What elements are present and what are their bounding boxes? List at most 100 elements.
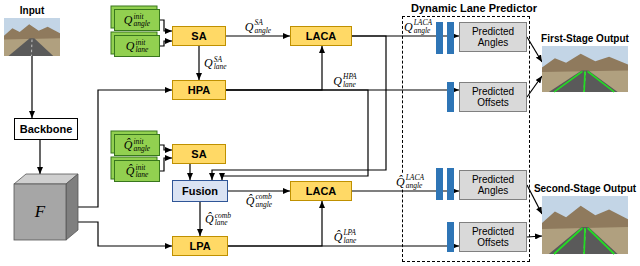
node-label: SA bbox=[191, 30, 206, 43]
prediction-box: Predicted Angles bbox=[459, 22, 527, 52]
node-label: Predicted Angles bbox=[460, 174, 526, 197]
road-photo bbox=[4, 18, 60, 56]
math-base: Q bbox=[126, 40, 135, 52]
node-label: Predicted Offsets bbox=[460, 86, 526, 109]
module-box: LPA bbox=[172, 236, 228, 256]
mlp-bar bbox=[447, 82, 454, 112]
node-label: Q̂ init angle bbox=[124, 138, 150, 153]
subscript: lane bbox=[135, 171, 148, 179]
arrow-connector bbox=[212, 36, 386, 180]
module-box: SA bbox=[172, 144, 226, 164]
query-label: Q LACA angle bbox=[403, 19, 433, 34]
superscript: init bbox=[134, 138, 144, 146]
node-label: LACA bbox=[306, 185, 337, 198]
math-scripts: LACA angle bbox=[406, 174, 424, 189]
math-base: Q̂ bbox=[334, 231, 343, 243]
module-box: LACA bbox=[290, 26, 352, 46]
prediction-box: Predicted Offsets bbox=[459, 82, 527, 112]
arrow-connector bbox=[228, 245, 459, 246]
arrow-connector bbox=[226, 35, 290, 36]
arrow-connector bbox=[160, 20, 172, 31]
node-label: Q init lane bbox=[126, 39, 149, 54]
node-label: Q init angle bbox=[124, 13, 150, 28]
prediction-box: Predicted Offsets bbox=[459, 222, 527, 252]
query-label: Q̂ LPA lane bbox=[333, 229, 358, 244]
arrow-connector bbox=[160, 41, 172, 46]
subscript: angle bbox=[406, 182, 423, 190]
math-scripts: HPA lane bbox=[343, 73, 357, 88]
panel-heading: Input bbox=[20, 5, 44, 17]
math-scripts: init lane bbox=[135, 164, 148, 179]
math-scripts: LPA lane bbox=[343, 229, 356, 244]
subscript: lane bbox=[214, 63, 227, 71]
query-label: Q̂ comb lane bbox=[204, 212, 232, 227]
arrow-connector bbox=[160, 158, 172, 171]
math-base: Q̂ bbox=[396, 176, 405, 188]
panel-heading: Dynamic Lane Predictor bbox=[411, 2, 537, 15]
module-box: SA bbox=[172, 26, 226, 46]
mlp-bar bbox=[436, 168, 443, 200]
math-scripts: init angle bbox=[134, 13, 151, 28]
node-label: LPA bbox=[189, 240, 210, 253]
query-box: Q̂ init lane bbox=[114, 160, 160, 182]
lane-overlay bbox=[554, 228, 614, 254]
query-label: Q̂ LACA angle bbox=[395, 174, 425, 189]
arrow-connector bbox=[78, 222, 172, 246]
math-scripts: SA lane bbox=[214, 56, 227, 71]
mlp-bar bbox=[447, 168, 454, 200]
math-base: Q̂ bbox=[126, 165, 135, 177]
module-box: LACA bbox=[290, 181, 352, 201]
arrow-connector bbox=[189, 164, 190, 180]
panel-heading: Second-Stage Output bbox=[534, 183, 636, 195]
node-label: Predicted Offsets bbox=[460, 226, 526, 249]
query-box: Q init angle bbox=[114, 9, 160, 31]
query-label: Q̂ comb angle bbox=[245, 193, 273, 208]
math-base: Q bbox=[404, 21, 413, 33]
image-panel: Input bbox=[4, 18, 60, 56]
math-base: Q̂ bbox=[246, 195, 255, 207]
image-panel: First-Stage Output bbox=[542, 46, 628, 92]
mlp-bar bbox=[447, 222, 454, 252]
arrow-connector bbox=[39, 140, 40, 174]
arrow-connector bbox=[228, 201, 322, 246]
math-scripts: SA angle bbox=[255, 19, 272, 34]
fusion-box: Fusion bbox=[172, 180, 228, 202]
query-label: Q SA lane bbox=[203, 56, 228, 71]
math-base: Q bbox=[124, 14, 133, 26]
superscript: LACA bbox=[414, 19, 432, 27]
superscript: comb bbox=[256, 193, 272, 201]
superscript: SA bbox=[214, 56, 222, 64]
prediction-box: Predicted Angles bbox=[459, 170, 527, 200]
node-label: Predicted Angles bbox=[460, 26, 526, 49]
math-scripts: init angle bbox=[134, 138, 151, 153]
math-base: Q̂ bbox=[124, 139, 133, 151]
node-label: Fusion bbox=[182, 185, 218, 198]
math-scripts: comb lane bbox=[215, 212, 231, 227]
arrow-connector bbox=[198, 46, 199, 80]
superscript: comb bbox=[215, 212, 231, 220]
arrow-connector bbox=[160, 145, 172, 150]
subscript: angle bbox=[134, 145, 151, 153]
superscript: LPA bbox=[343, 229, 355, 237]
module-box: HPA bbox=[172, 80, 226, 100]
arrow-connector bbox=[226, 46, 322, 90]
superscript: LACA bbox=[406, 174, 424, 182]
subscript: lane bbox=[135, 46, 148, 54]
query-label: Q SA angle bbox=[244, 19, 272, 34]
superscript: init bbox=[135, 164, 145, 172]
cube-face bbox=[66, 174, 78, 240]
mlp-bar bbox=[447, 22, 454, 54]
subscript: angle bbox=[134, 20, 151, 28]
node-label: F bbox=[35, 202, 45, 222]
node-label: LACA bbox=[306, 30, 337, 43]
subscript: angle bbox=[256, 201, 273, 209]
backbone-box: Backbone bbox=[14, 118, 78, 140]
node-label: Backbone bbox=[20, 123, 73, 136]
subscript: lane bbox=[215, 219, 228, 227]
predictor-group: Dynamic Lane PredictorPredicted AnglesPr… bbox=[402, 16, 530, 262]
math-scripts: LACA angle bbox=[414, 19, 432, 34]
node-label: Q̂ init lane bbox=[126, 164, 149, 179]
subscript: lane bbox=[343, 237, 356, 245]
query-box: Q̂ init angle bbox=[114, 134, 160, 156]
